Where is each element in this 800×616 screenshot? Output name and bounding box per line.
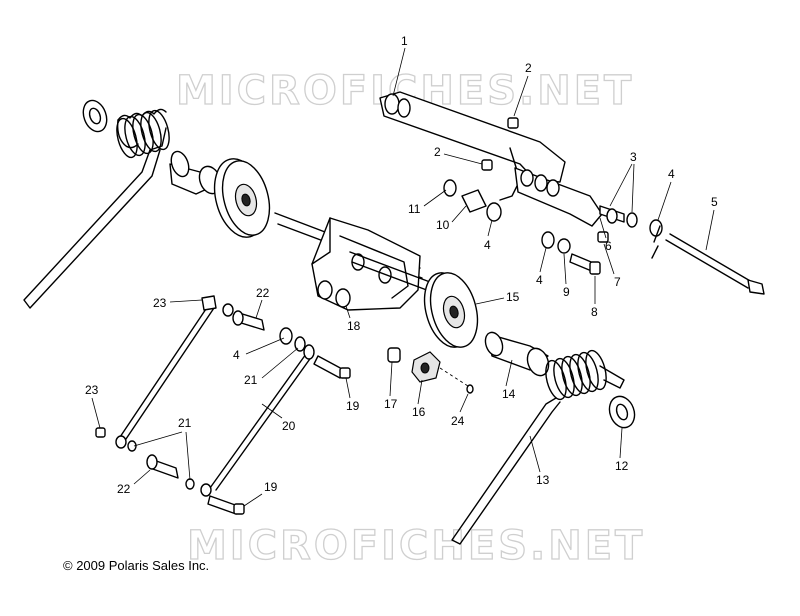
svg-text:16: 16 bbox=[412, 405, 426, 419]
right-idler-wheel bbox=[423, 272, 479, 348]
svg-text:24: 24 bbox=[451, 414, 465, 428]
svg-text:9: 9 bbox=[563, 285, 570, 299]
callout-20: 20 bbox=[261, 403, 296, 433]
left-bushing-sleeve bbox=[169, 150, 223, 195]
left-washer bbox=[82, 99, 108, 133]
svg-text:14: 14 bbox=[502, 387, 516, 401]
callout-2-top: 2 bbox=[513, 61, 532, 117]
callout-3: 3 bbox=[609, 150, 637, 213]
svg-text:12: 12 bbox=[615, 459, 629, 473]
svg-text:23: 23 bbox=[153, 296, 167, 310]
long-through-bolt bbox=[651, 225, 765, 295]
callout-1: 1 bbox=[392, 34, 408, 97]
callout-18: 18 bbox=[345, 305, 361, 333]
callout-10: 10 bbox=[436, 205, 467, 232]
svg-text:23: 23 bbox=[85, 383, 99, 397]
callout-11: 11 bbox=[408, 189, 447, 216]
callout-7: 7 bbox=[603, 243, 621, 289]
svg-text:13: 13 bbox=[536, 473, 550, 487]
callout-22-lower: 22 bbox=[117, 469, 151, 496]
svg-text:4: 4 bbox=[536, 273, 543, 287]
callout-13: 13 bbox=[529, 435, 550, 487]
svg-text:6: 6 bbox=[605, 239, 612, 253]
svg-text:20: 20 bbox=[282, 419, 296, 433]
copyright-notice: © 2009 Polaris Sales Inc. bbox=[63, 558, 210, 573]
svg-text:19: 19 bbox=[264, 480, 278, 494]
lower-pins-and-bolts bbox=[146, 355, 351, 515]
left-torsion-spring bbox=[23, 108, 170, 309]
callout-8: 8 bbox=[591, 276, 598, 319]
svg-text:22: 22 bbox=[256, 286, 270, 300]
upper-arm bbox=[379, 91, 603, 227]
callout-22-upper: 22 bbox=[255, 286, 270, 319]
svg-text:21: 21 bbox=[178, 416, 192, 430]
callout-23-upper: 23 bbox=[153, 296, 203, 310]
right-spacer-sleeve bbox=[484, 331, 550, 377]
svg-text:8: 8 bbox=[591, 305, 598, 319]
right-link-rod bbox=[127, 344, 315, 497]
svg-text:11: 11 bbox=[408, 202, 421, 216]
callout-2-mid: 2 bbox=[434, 145, 483, 165]
callout-9: 9 bbox=[563, 253, 570, 299]
svg-text:17: 17 bbox=[384, 397, 398, 411]
right-torsion-spring bbox=[451, 349, 625, 545]
callout-4-center: 4 bbox=[484, 219, 493, 252]
callout-19-upper: 19 bbox=[345, 377, 360, 413]
svg-text:4: 4 bbox=[233, 348, 240, 362]
svg-text:10: 10 bbox=[436, 218, 450, 232]
svg-text:4: 4 bbox=[668, 167, 675, 181]
callout-14: 14 bbox=[502, 359, 516, 401]
callout-4-lower: 4 bbox=[536, 247, 547, 287]
svg-text:21: 21 bbox=[244, 373, 258, 387]
right-washer bbox=[608, 395, 636, 429]
callout-24: 24 bbox=[451, 393, 469, 428]
callout-12: 12 bbox=[615, 427, 629, 473]
svg-text:19: 19 bbox=[346, 399, 360, 413]
callout-16: 16 bbox=[412, 379, 426, 419]
svg-text:15: 15 bbox=[506, 290, 520, 304]
callout-17: 17 bbox=[384, 361, 398, 411]
callout-4-left: 4 bbox=[233, 337, 285, 362]
svg-text:1: 1 bbox=[401, 34, 408, 48]
left-link-rod bbox=[95, 295, 306, 449]
watermark-bottom: MICROFICHES.NET bbox=[187, 523, 645, 569]
svg-text:3: 3 bbox=[630, 150, 637, 164]
callout-23-lower: 23 bbox=[85, 383, 101, 429]
svg-text:5: 5 bbox=[711, 195, 718, 209]
callout-21-upper: 21 bbox=[244, 347, 299, 387]
callout-5: 5 bbox=[705, 195, 718, 251]
callout-6: 6 bbox=[599, 217, 612, 253]
callout-19-lower: 19 bbox=[243, 480, 278, 507]
callout-4-right: 4 bbox=[657, 167, 675, 221]
svg-text:22: 22 bbox=[117, 482, 131, 496]
svg-text:2: 2 bbox=[525, 61, 532, 75]
callout-21-lower: 21 bbox=[133, 416, 192, 481]
wheel-hub-nut bbox=[387, 347, 474, 394]
center-pivot-bracket bbox=[274, 212, 433, 311]
callout-15: 15 bbox=[475, 290, 520, 305]
left-idler-wheel bbox=[213, 158, 271, 238]
svg-text:7: 7 bbox=[614, 275, 621, 289]
svg-text:4: 4 bbox=[484, 238, 491, 252]
svg-text:18: 18 bbox=[347, 319, 361, 333]
svg-text:2: 2 bbox=[434, 145, 441, 159]
